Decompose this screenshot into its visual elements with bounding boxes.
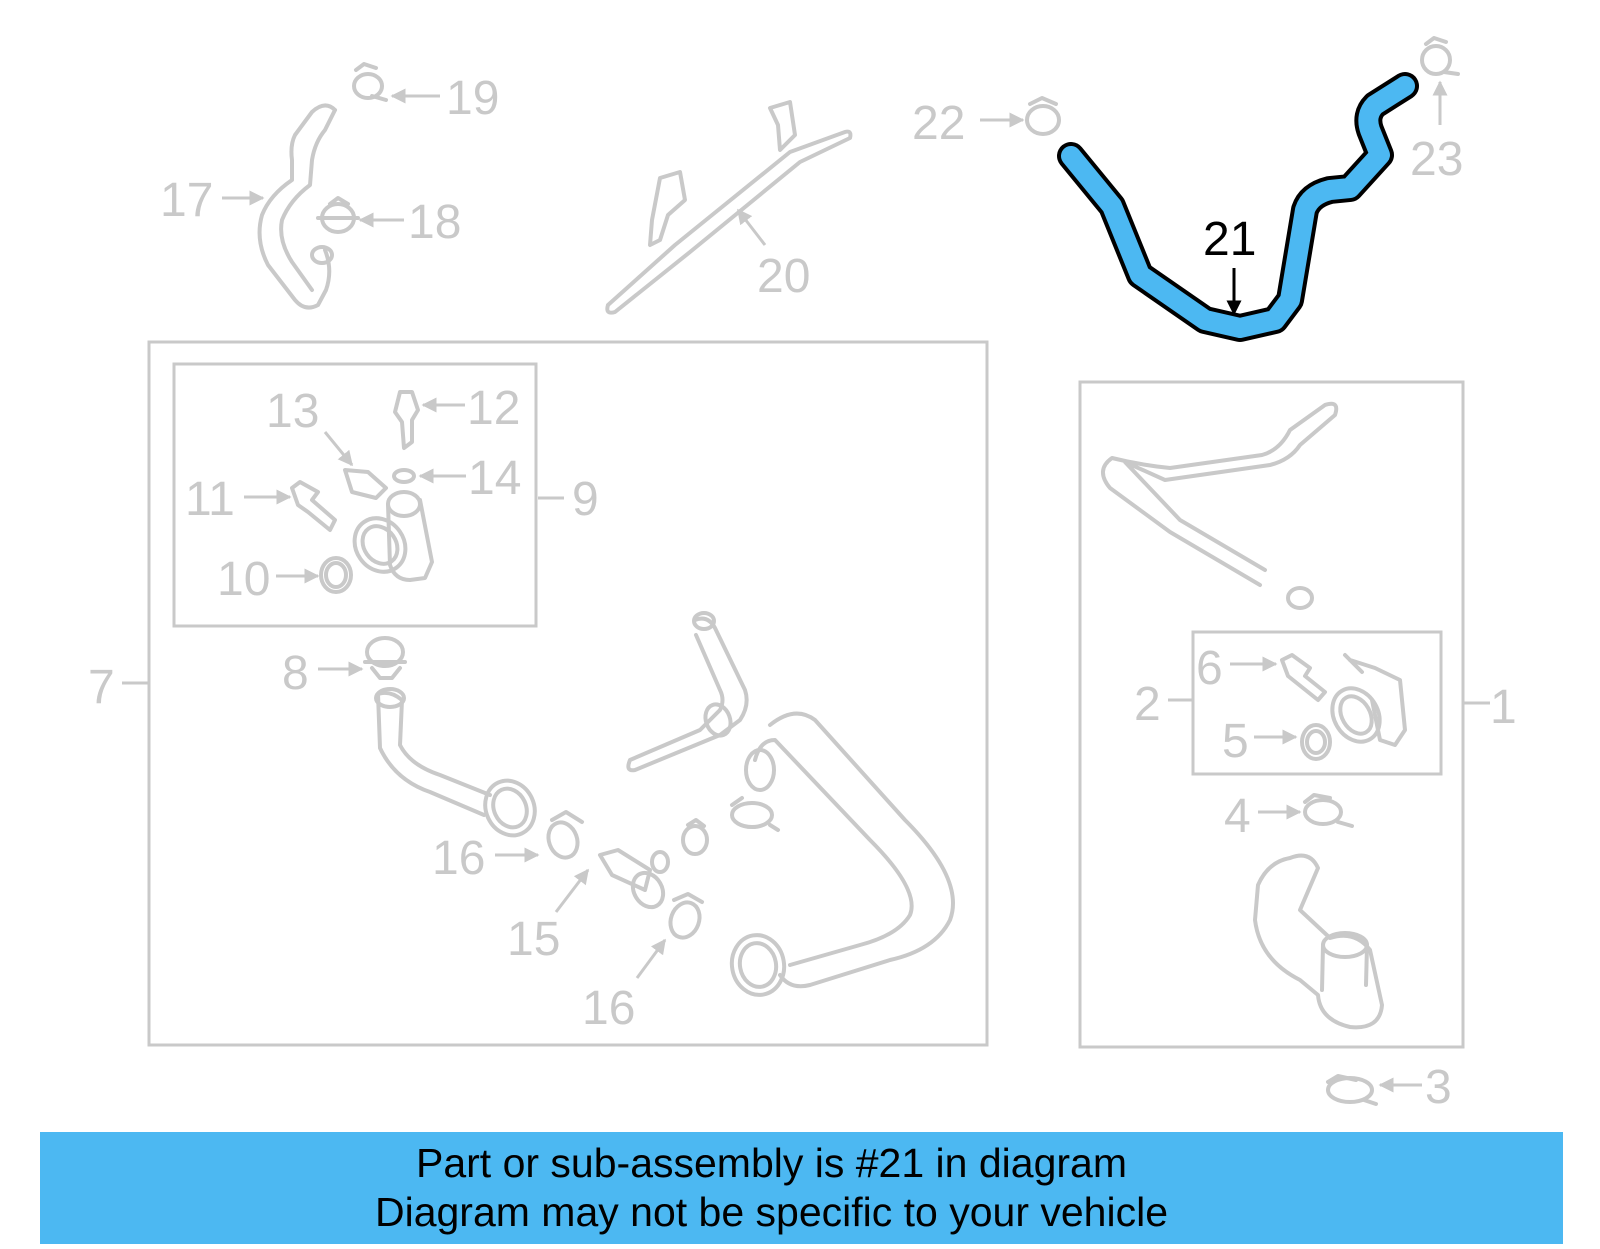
label-23: 23 bbox=[1410, 133, 1463, 186]
label-8: 8 bbox=[282, 647, 309, 700]
part-7-hose-left[interactable] bbox=[374, 687, 544, 844]
assembly-box-1 bbox=[1078, 380, 1465, 1049]
label-21: 21 bbox=[1203, 213, 1256, 266]
part-3-clamp[interactable] bbox=[1326, 1074, 1378, 1106]
label-20: 20 bbox=[757, 250, 810, 303]
part-18-clamp[interactable] bbox=[316, 196, 360, 234]
label-2: 2 bbox=[1134, 678, 1161, 731]
label-16a: 16 bbox=[432, 832, 485, 885]
part-7-hose-right[interactable] bbox=[727, 711, 955, 999]
part-22-clamp[interactable] bbox=[1025, 96, 1061, 136]
part-17-hose[interactable] bbox=[257, 103, 337, 310]
part-8-clamp[interactable] bbox=[363, 636, 407, 680]
label-13: 13 bbox=[266, 385, 319, 438]
part-20-pipe-bracket[interactable] bbox=[605, 100, 853, 315]
part-10-oring[interactable] bbox=[319, 556, 353, 594]
part-21-hose[interactable] bbox=[1057, 72, 1419, 342]
part-4-clamp[interactable] bbox=[1303, 793, 1354, 828]
label-7: 7 bbox=[88, 661, 115, 714]
callout-labels: 19 17 18 20 22 23 21 13 12 14 9 11 10 8 … bbox=[88, 72, 1517, 1114]
banner-line-disclaimer: Diagram may not be specific to your vehi… bbox=[374, 1189, 1168, 1235]
part-19-clamp[interactable] bbox=[352, 62, 388, 102]
label-12: 12 bbox=[467, 382, 520, 435]
info-banner: Part or sub-assembly is #21 in diagram D… bbox=[40, 1132, 1563, 1244]
part-16-clamp-upper[interactable] bbox=[544, 810, 584, 862]
subassembly-box-2 bbox=[1191, 630, 1443, 776]
label-15: 15 bbox=[507, 913, 560, 966]
label-6: 6 bbox=[1196, 642, 1223, 695]
part-clamp-right[interactable] bbox=[730, 796, 780, 832]
assembly-box-7 bbox=[147, 340, 989, 1047]
part-12-sensor[interactable] bbox=[393, 390, 420, 450]
label-18: 18 bbox=[408, 196, 461, 249]
part-7-pipe-upper[interactable] bbox=[626, 611, 749, 773]
label-16b: 16 bbox=[582, 982, 635, 1035]
label-19: 19 bbox=[446, 72, 499, 125]
banner-line-part: Part or sub-assembly is #21 in diagram bbox=[416, 1140, 1127, 1186]
label-9: 9 bbox=[572, 473, 599, 526]
part-9-housing[interactable] bbox=[344, 490, 434, 582]
label-11: 11 bbox=[185, 473, 235, 526]
leader-lines bbox=[122, 80, 1490, 1093]
label-17: 17 bbox=[160, 174, 213, 227]
part-1-hose-lower[interactable] bbox=[1253, 853, 1384, 1030]
part-1-pipe[interactable] bbox=[1101, 401, 1339, 610]
part-15-connector[interactable] bbox=[598, 848, 670, 913]
label-14: 14 bbox=[468, 452, 521, 505]
part-16-clamp-lower[interactable] bbox=[666, 892, 705, 942]
part-2-housing[interactable] bbox=[1323, 653, 1407, 750]
part-23-clamp[interactable] bbox=[1420, 36, 1460, 76]
part-14-washer[interactable] bbox=[392, 468, 416, 484]
part-11-clip[interactable] bbox=[290, 480, 337, 532]
part-5-oring[interactable] bbox=[1300, 723, 1332, 761]
part-6-clip[interactable] bbox=[1280, 653, 1327, 702]
label-4: 4 bbox=[1224, 790, 1251, 843]
label-10: 10 bbox=[217, 553, 270, 606]
part-16-clamp-small[interactable] bbox=[681, 818, 709, 856]
label-22: 22 bbox=[912, 97, 965, 150]
label-1: 1 bbox=[1490, 681, 1517, 734]
subassembly-box-9 bbox=[172, 362, 538, 628]
label-5: 5 bbox=[1222, 715, 1249, 768]
part-13-gasket[interactable] bbox=[343, 468, 388, 500]
label-3: 3 bbox=[1425, 1061, 1452, 1114]
